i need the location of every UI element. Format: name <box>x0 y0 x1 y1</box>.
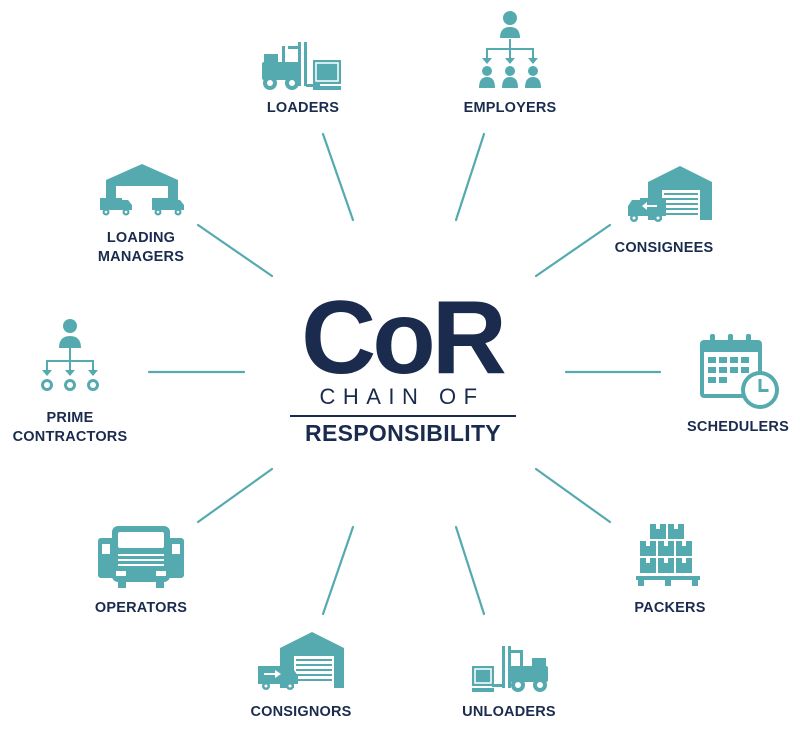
warehouse-truck-icon <box>628 166 712 222</box>
connector-loading-managers <box>196 223 274 278</box>
connector-operators <box>196 467 274 524</box>
role-label-packers: PACKERS <box>634 600 706 616</box>
connector-unloaders <box>454 525 486 616</box>
connector-consignees <box>534 223 612 278</box>
connector-consignors <box>321 525 355 616</box>
cor-logo-responsibility: RESPONSIBILITY <box>305 420 501 446</box>
role-label-operators: OPERATORS <box>94 600 188 616</box>
connector-employers <box>454 132 486 222</box>
role-label-loading-managers: LOADING MANAGERS <box>97 230 185 265</box>
role-label-employers: EMPLOYERS <box>463 100 557 116</box>
role-label-consignors: CONSIGNORS <box>250 704 352 720</box>
role-label-unloaders: UNLOADERS <box>462 704 556 720</box>
connector-loaders <box>321 132 355 222</box>
forklift-icon <box>472 646 548 692</box>
forklift-icon <box>262 42 341 90</box>
org-hierarchy-icon <box>479 11 541 88</box>
pallet-boxes-icon <box>636 524 700 586</box>
warehouse-truck-icon <box>258 632 344 690</box>
contractor-network-icon <box>41 319 99 391</box>
calendar-clock-icon <box>700 334 779 409</box>
role-label-schedulers: SCHEDULERS <box>687 419 789 435</box>
depot-trucks-icon <box>100 164 184 216</box>
connector-packers <box>534 467 612 524</box>
cor-logo-subtitle: CHAIN OF <box>319 384 485 409</box>
role-label-loaders: LOADERS <box>266 100 340 116</box>
cor-logo-title: CoR <box>301 280 507 396</box>
truck-fleet-icon <box>98 526 184 588</box>
role-label-prime-contractors: PRIME CONTRACTORS <box>12 410 128 445</box>
cor-logo-divider <box>290 415 516 417</box>
role-label-consignees: CONSIGNEES <box>614 240 714 256</box>
